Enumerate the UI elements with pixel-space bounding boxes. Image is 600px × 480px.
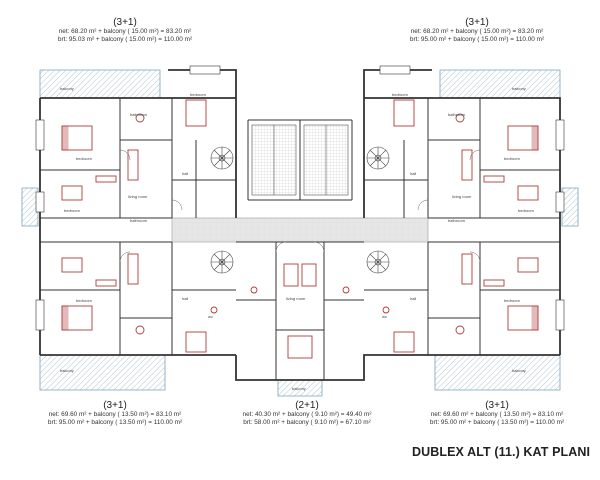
- unit-bottom-left: (3+1) net: 69.60 m² + balcony ( 13.50 m²…: [30, 400, 200, 427]
- interior-walls: [40, 98, 560, 380]
- unit-net-area: net: 69.60 m² + balcony ( 13.50 m²) = 83…: [430, 411, 564, 418]
- balcony-side-right: [561, 187, 579, 227]
- room-labels: balcony balcony balcony balcony balcony …: [60, 86, 534, 391]
- room-label: bedroom: [518, 208, 534, 213]
- unit-net-area: net: 69.60 m² + balcony ( 13.50 m²) = 83…: [48, 411, 182, 418]
- room-label: hall: [182, 296, 188, 301]
- balcony-top-left: [39, 69, 161, 99]
- unit-gross-area: brt: 95.00 m² + balcony ( 15.00 m²) = 11…: [409, 36, 545, 43]
- room-label: balcony: [292, 386, 306, 391]
- windows: [35, 65, 565, 331]
- room-label: bathroom: [130, 112, 148, 117]
- room-label: living room: [286, 296, 306, 301]
- spiral-stairs: [210, 146, 390, 274]
- room-label: hall: [410, 171, 416, 176]
- room-label: living room: [452, 194, 472, 199]
- balcony-top-right: [439, 69, 561, 99]
- room-label: balcony: [512, 86, 526, 91]
- balcony-bottom-right: [434, 354, 561, 391]
- unit-type-label: (2+1): [295, 400, 319, 411]
- room-label: bedroom: [64, 208, 80, 213]
- unit-bottom-right: (3+1) net: 69.60 m² + balcony ( 13.50 m²…: [412, 400, 582, 427]
- room-label: bathroom: [448, 112, 466, 117]
- room-label: wc: [208, 314, 213, 319]
- door-swings: [119, 149, 481, 263]
- unit-gross-area: brt: 95.03 m² + balcony ( 15.00 m²) = 11…: [57, 36, 193, 43]
- room-label: wc: [382, 314, 387, 319]
- room-label: bedroom: [76, 298, 92, 303]
- stair-core: [251, 124, 349, 196]
- unit-net-area: net: 40.30 m² + balcony ( 9.10 m²) = 49.…: [242, 411, 372, 418]
- room-label: hall: [410, 296, 416, 301]
- unit-net-area: net: 68.20 m² + balcony ( 15.00 m²) = 83…: [410, 28, 544, 35]
- unit-type-label: (3+1): [485, 400, 509, 411]
- room-label: balcony: [512, 368, 526, 373]
- room-label: bathroom: [448, 218, 466, 223]
- unit-gross-area: brt: 58.00 m² + balcony ( 9.10 m²) = 67.…: [243, 419, 371, 426]
- room-label: living room: [128, 194, 148, 199]
- unit-type-label: (3+1): [113, 17, 137, 28]
- room-label: hall: [182, 171, 188, 176]
- room-label: bedroom: [190, 92, 206, 97]
- room-label: balcony: [60, 86, 74, 91]
- unit-type-label: (3+1): [465, 17, 489, 28]
- balcony-side-left: [21, 187, 39, 227]
- room-label: bedroom: [392, 92, 408, 97]
- room-label: balcony: [60, 368, 74, 373]
- balcony-bottom-left: [39, 354, 166, 391]
- furniture: [61, 99, 539, 359]
- room-label: bedroom: [504, 156, 520, 161]
- unit-net-area: net: 68.20 m² + balcony ( 15.00 m²) = 83…: [58, 28, 192, 35]
- plan-title: DUBLEX ALT (11.) KAT PLANI: [412, 445, 591, 459]
- unit-type-label: (3+1): [103, 400, 127, 411]
- unit-top-right: (3+1) net: 68.20 m² + balcony ( 15.00 m²…: [392, 17, 562, 44]
- room-label: bedroom: [504, 298, 520, 303]
- unit-gross-area: brt: 95.00 m² + balcony ( 13.50 m²) = 11…: [47, 419, 183, 426]
- room-label: bathroom: [130, 218, 148, 223]
- unit-bottom-center: (2+1) net: 40.30 m² + balcony ( 9.10 m²)…: [222, 400, 392, 427]
- unit-gross-area: brt: 95.00 m² + balcony ( 13.50 m²) = 11…: [429, 419, 565, 426]
- unit-top-left: (3+1) net: 68.20 m² + balcony ( 15.00 m²…: [40, 17, 210, 44]
- room-label: bedroom: [76, 156, 92, 161]
